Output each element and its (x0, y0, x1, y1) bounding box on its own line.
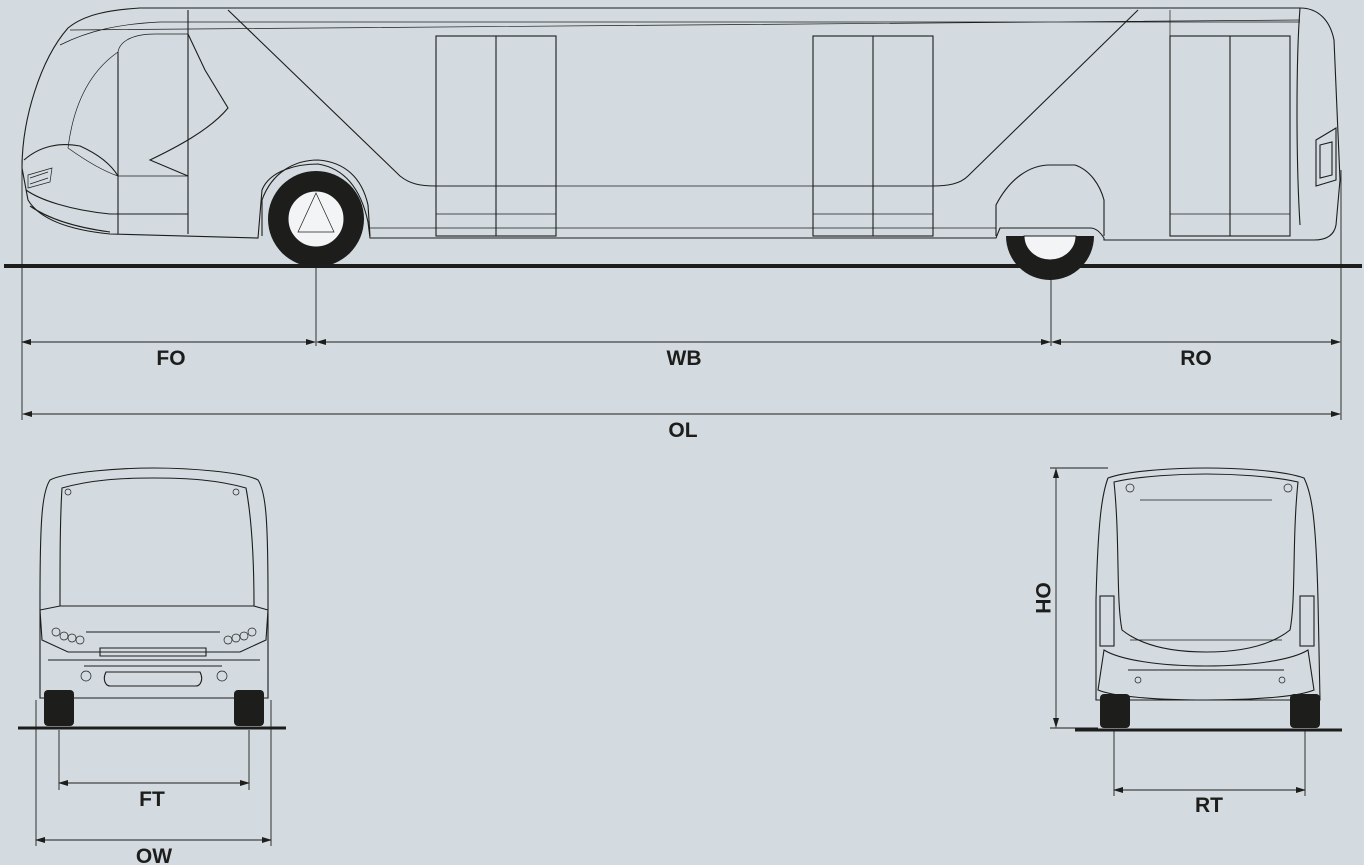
window-diagonal-front (227, 9, 437, 187)
rear-fixture-left (1134, 676, 1142, 684)
window-diagonal-rear (931, 9, 1139, 187)
front-view (18, 467, 286, 730)
fo-label: FO (156, 347, 185, 370)
ow-label: OW (136, 845, 172, 865)
front-tyre-right (234, 690, 264, 726)
rear-dimensions: OH RT (1031, 467, 1306, 817)
side-dimensions: FO WB RO OL (21, 160, 1342, 442)
rear-lamp-top-right (1283, 483, 1293, 493)
rear-tyre-right (1290, 694, 1320, 728)
fog-light-right (216, 670, 228, 682)
front-tyre-left (44, 690, 74, 726)
front-headlights-left (51, 627, 85, 645)
rear-body-outline (1095, 467, 1321, 701)
body-top-line (59, 19, 1301, 46)
front-door (117, 10, 189, 234)
front-mirror-right (232, 488, 240, 496)
front-wheel (268, 171, 364, 267)
ro-label: RO (1180, 347, 1212, 370)
rear-tyre-left (1100, 694, 1130, 728)
front-bumper-upper (39, 605, 269, 653)
rear-wheel-arch (995, 164, 1105, 236)
front-headlights-right (223, 627, 257, 645)
front-lower-valance (48, 659, 260, 687)
rear-lamp-top-left (1125, 483, 1135, 493)
front-wheel-arch (261, 159, 371, 237)
oh-label: OH (1031, 582, 1054, 614)
waistline (370, 185, 996, 229)
front-dimensions: FT OW (35, 700, 272, 865)
ol-label: OL (668, 419, 697, 442)
rear-light-left (1099, 595, 1115, 647)
rear-view (1075, 467, 1342, 732)
front-body-outline (39, 467, 269, 699)
front-grille (86, 631, 220, 657)
rt-label: RT (1195, 794, 1223, 817)
front-windscreen (67, 33, 189, 177)
headlight (27, 167, 53, 189)
fog-light-left (80, 670, 92, 682)
rear-fixture-right (1278, 676, 1286, 684)
rear-light-right (1299, 595, 1315, 647)
ft-label: FT (139, 788, 165, 811)
rear-end (1296, 7, 1337, 226)
front-mirror-left (64, 488, 72, 496)
front-windscreen-outline (59, 477, 255, 607)
front-bumper (23, 143, 188, 233)
front-side-window (148, 33, 229, 177)
rear-window (1113, 473, 1299, 653)
rear-wheel (1006, 235, 1094, 280)
wb-label: WB (667, 347, 702, 370)
rear-bumper (1097, 649, 1315, 701)
side-view (4, 7, 1362, 280)
bus-body-outline (21, 7, 1341, 241)
